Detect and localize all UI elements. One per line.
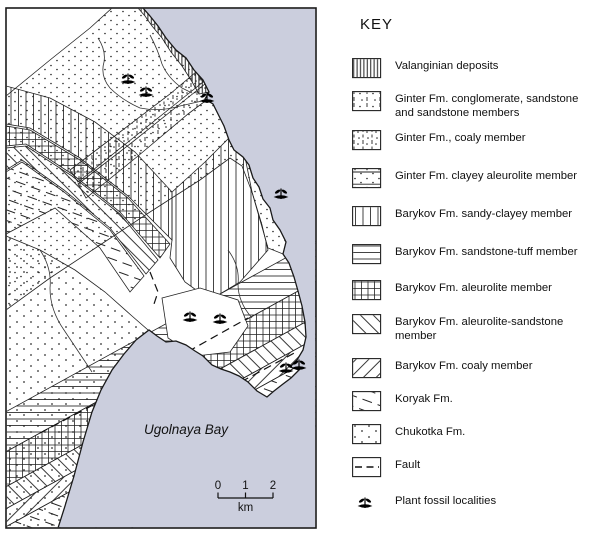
barykov-sandy-clayey-swatch [352, 205, 382, 232]
chukotka-swatch [352, 423, 382, 450]
barykov-sandstone-tuff-swatch [352, 243, 382, 270]
barykov-aleurolite-sandstone-swatch [352, 313, 382, 340]
key-item-valanginian: Valanginian deposits [352, 57, 600, 84]
key-item-barykov-sandstone-tuff: Barykov Fm. sandstone-tuff member [352, 243, 600, 270]
key-item-barykov-aleurolite: Barykov Fm. aleurolite member [352, 279, 600, 306]
scale-tick-1: 1 [242, 480, 248, 492]
key-item-label: Fault [395, 459, 421, 471]
ginter-clayey-swatch [352, 167, 382, 194]
band-koryak-nw [6, 161, 145, 293]
key-item-label: Valanginian deposits [395, 60, 499, 72]
key-title: KEY [360, 16, 394, 33]
key-item-label: Ginter Fm., coaly member [395, 132, 526, 144]
key-item-plant-fossil: Plant fossil localities [352, 492, 600, 519]
key-item-chukotka: Chukotka Fm. [352, 423, 600, 450]
plant-fossil-swatch [352, 492, 382, 519]
barykov-aleurolite-swatch [352, 279, 382, 306]
scale-tick-2: 2 [270, 480, 276, 492]
key-item-label: Barykov Fm. sandy-clayey member [395, 208, 573, 220]
band-aleurolite-nw [6, 125, 171, 259]
key-item-ginter-conglomerate: Ginter Fm. conglomerate, sandstone and s… [352, 90, 600, 120]
band-aleurolite-sandstone-nw [6, 145, 159, 275]
key-item-label: Koryak Fm. [395, 393, 453, 405]
scale-labels: 0 1 2 km [215, 480, 276, 514]
koryak-swatch [352, 390, 382, 417]
key-item-ginter-coaly: Ginter Fm., coaly member [352, 129, 600, 156]
key-item-label: Barykov Fm. coaly member [395, 360, 533, 372]
key-item-label: Barykov Fm. aleurolite-sandstone member [395, 316, 564, 342]
key-item-barykov-coaly: Barykov Fm. coaly member [352, 357, 600, 384]
bay-label: Ugolnaya Bay [144, 422, 229, 437]
coastline [57, 8, 307, 528]
key-item-koryak: Koryak Fm. [352, 390, 600, 417]
key-item-label: Plant fossil localities [395, 495, 497, 507]
sea [58, 8, 316, 528]
barykov-coaly-swatch [352, 357, 382, 384]
ginter-coaly-swatch [352, 129, 382, 156]
valanginian-swatch [352, 57, 382, 84]
key-item-barykov-aleurolite-sandstone: Barykov Fm. aleurolite-sandstone member [352, 313, 600, 343]
key-item-label: Chukotka Fm. [395, 426, 466, 438]
fault-swatch [352, 456, 382, 483]
streams [39, 34, 253, 373]
key-item-label: Ginter Fm. clayey aleurolite member [395, 170, 578, 182]
key-item-ginter-clayey: Ginter Fm. clayey aleurolite member [352, 167, 600, 194]
key-item-label: Ginter Fm. conglomerate, sandstone and s… [395, 93, 579, 119]
key-item-fault: Fault [352, 456, 600, 483]
scale-tick-0: 0 [215, 480, 221, 492]
geological-map: Ugolnaya Bay 0 1 2 km [5, 7, 317, 529]
map-land-regions [6, 8, 316, 528]
scale-unit: km [238, 502, 253, 514]
map-frame [5, 7, 317, 529]
key-item-label: Barykov Fm. sandstone-tuff member [395, 246, 578, 258]
ginter-conglomerate-swatch [352, 90, 382, 117]
scale-bar [217, 492, 274, 499]
key-item-barykov-sandy-clayey: Barykov Fm. sandy-clayey member [352, 205, 600, 232]
map-panel: Ugolnaya Bay 0 1 2 km [5, 7, 317, 529]
key-item-label: Barykov Fm. aleurolite member [395, 282, 552, 294]
